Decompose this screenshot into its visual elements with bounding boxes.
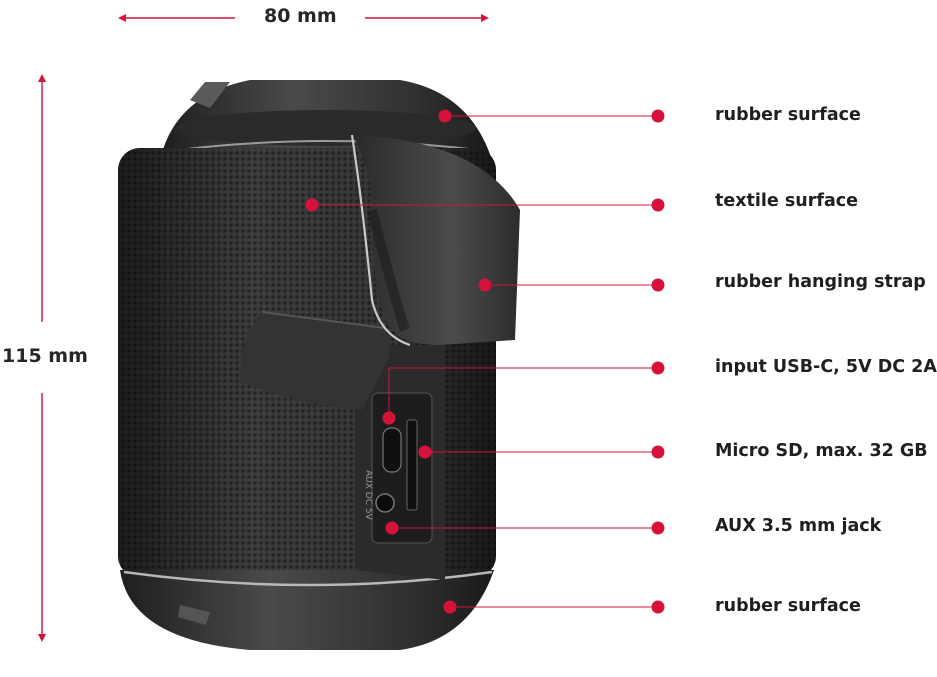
callout-label-micro-sd: Micro SD, max. 32 GB — [715, 441, 928, 461]
leader-micro-sd — [418, 445, 665, 459]
height-dimension-label: 115 mm — [2, 345, 88, 367]
port-panel-text: AUX DC 5V — [363, 470, 373, 521]
leader-aux-jack — [385, 521, 665, 535]
leader-rubber-hanging-strap — [478, 278, 665, 292]
callout-label-rubber-surface-top: rubber surface — [715, 105, 861, 125]
callout-label-rubber-hanging-strap: rubber hanging strap — [715, 272, 926, 292]
width-dimension-label: 80 mm — [264, 5, 337, 27]
leader-rubber-surface-bottom — [443, 600, 665, 614]
height-dimension — [38, 74, 46, 642]
callout-label-textile-surface: textile surface — [715, 191, 859, 211]
width-dimension — [118, 14, 489, 22]
callout-label-rubber-surface-bottom: rubber surface — [715, 596, 861, 616]
speaker-illustration: AUX DC 5V — [118, 80, 520, 650]
callout-label-aux-jack: AUX 3.5 mm jack — [715, 516, 882, 536]
leader-textile-surface — [305, 198, 665, 212]
leader-rubber-surface-top — [438, 109, 665, 123]
callout-label-input-usb-c: input USB-C, 5V DC 2A — [715, 357, 937, 377]
leader-input-usb-c — [382, 361, 665, 425]
callout-leaders — [305, 109, 665, 614]
